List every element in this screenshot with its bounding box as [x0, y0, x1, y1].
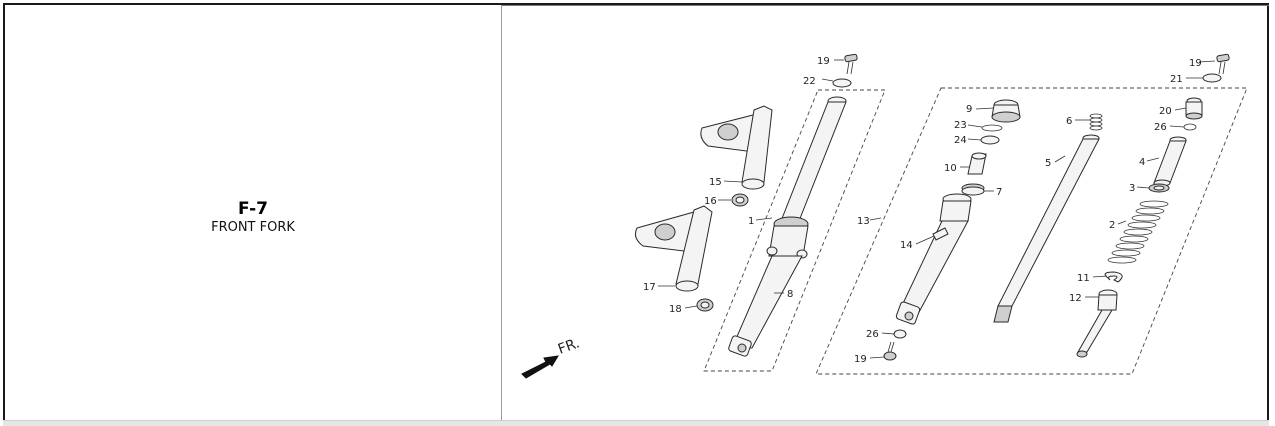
- left-assembly-outline: [703, 89, 886, 372]
- leader-lines: [658, 59, 1216, 359]
- bushing-part-16: [731, 193, 749, 207]
- adjuster-part-21: [1185, 97, 1203, 120]
- circlip-part-11: [1104, 271, 1123, 283]
- callout-14: 14: [900, 240, 913, 251]
- callout-5: 5: [1045, 158, 1051, 169]
- spacer-tube-part-4: [1153, 136, 1187, 187]
- ring-part-25: [980, 135, 1000, 145]
- washer-part-22: [1202, 73, 1222, 83]
- callout-labels: 19 22 15 16 1 8 17 18 13 9 23 24 10 7 14…: [643, 56, 1202, 365]
- callout-4: 4: [1139, 157, 1145, 168]
- bottom-divider: [3, 420, 1269, 426]
- callout-2: 2: [1109, 220, 1115, 231]
- front-fork-exploded-view: FR.: [521, 53, 1248, 379]
- callout-15: 15: [709, 177, 722, 188]
- callout-16: 16: [704, 196, 717, 207]
- callout-8: 8: [787, 289, 793, 300]
- spring-part-6: [1089, 113, 1103, 131]
- parts-page-frame: F-7 FRONT FORK: [3, 3, 1269, 421]
- cartridge-part-12: [1076, 289, 1118, 358]
- exploded-diagram-panel: FR.: [502, 5, 1269, 421]
- washer-part-23: [832, 78, 852, 88]
- callout-3: 3: [1129, 183, 1135, 194]
- callout-13: 13: [857, 216, 870, 227]
- direction-arrow-icon: [521, 355, 559, 379]
- callout-24: 23: [954, 120, 967, 131]
- callout-25: 24: [954, 135, 967, 146]
- section-name: FRONT FORK: [211, 220, 295, 235]
- damper-rod-part-5: [993, 134, 1100, 323]
- callout-23: 22: [803, 76, 816, 87]
- oring-part-24: [981, 124, 1003, 132]
- callout-21: 20: [1159, 106, 1172, 117]
- callout-7: 7: [996, 187, 1002, 198]
- callout-11: 11: [1077, 273, 1090, 284]
- callout-6: 6: [1066, 116, 1072, 127]
- bolt-part-20: [883, 341, 897, 361]
- outer-tube-part-14: [895, 193, 972, 325]
- section-title-panel: F-7 FRONT FORK: [5, 5, 502, 421]
- fork-tube-part-1: [766, 96, 847, 259]
- upper-bracket-part-15: [700, 105, 773, 190]
- callout-26-lower: 26: [866, 329, 879, 340]
- callout-19-right: 19: [1189, 58, 1202, 69]
- callout-17: 17: [643, 282, 656, 293]
- direction-label: FR.: [556, 335, 582, 357]
- spring-part-2: [1107, 200, 1169, 264]
- seal-part-7: [961, 183, 985, 196]
- callout-20: 19: [854, 354, 867, 365]
- callout-10: 10: [944, 163, 957, 174]
- lower-leg-part-8: [728, 255, 803, 357]
- fork-cap-part-9: [991, 99, 1021, 123]
- washer-part-3: [1148, 183, 1170, 193]
- callout-9: 9: [966, 104, 972, 115]
- section-code: F-7: [238, 199, 268, 219]
- lower-bracket-part-17: [635, 205, 713, 292]
- callout-19-left: 19: [817, 56, 830, 67]
- callout-26-upper: 26: [1154, 122, 1167, 133]
- spacer-part-10: [967, 152, 987, 175]
- callout-1: 1: [748, 216, 754, 227]
- callout-18: 18: [669, 304, 682, 315]
- washer-part-26-lower: [893, 329, 907, 339]
- callout-12: 12: [1069, 293, 1082, 304]
- oring-part-26-upper: [1183, 123, 1197, 131]
- bolt-part-19-right: [1216, 53, 1230, 75]
- bushing-part-18: [696, 298, 714, 312]
- right-assembly-outline: [815, 87, 1248, 375]
- callout-22: 21: [1170, 74, 1183, 85]
- bolt-part-19-left: [844, 53, 858, 75]
